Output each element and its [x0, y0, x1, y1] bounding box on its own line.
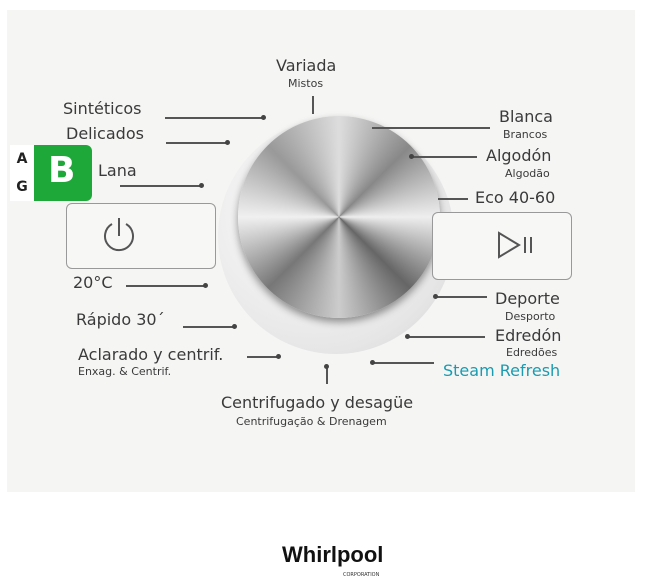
- program-dial[interactable]: [238, 116, 440, 318]
- program-steam-refresh: Steam Refresh: [443, 361, 561, 380]
- program-deporte: Deporte: [495, 289, 560, 308]
- program-lana: Lana: [98, 161, 137, 180]
- program-edredon: Edredón: [495, 326, 562, 345]
- power-button[interactable]: [66, 203, 216, 269]
- program-rapido-30: Rápido 30´: [76, 310, 165, 329]
- program-aclarado: Aclarado y centrif.: [78, 345, 224, 364]
- power-icon: [104, 218, 134, 252]
- play-pause-icon: [498, 231, 532, 259]
- whirlpool-logo: Whirlpool: [282, 542, 384, 567]
- program-sinteticos: Sintéticos: [63, 99, 142, 118]
- energy-grade: B: [48, 150, 76, 191]
- program-variada: Variada: [276, 56, 337, 75]
- program-eco-40-60: Eco 40-60: [475, 188, 556, 207]
- program-delicados: Delicados: [66, 124, 144, 143]
- program-centrifugado: Centrifugado y desagüe: [221, 393, 414, 412]
- program-20c: 20°C: [73, 273, 113, 292]
- program-algodon: Algodón: [486, 146, 552, 165]
- program-blanca: Blanca: [499, 107, 553, 126]
- whirlpool-corporation-text: CORPORATION: [343, 572, 380, 578]
- start-pause-button[interactable]: [432, 212, 572, 280]
